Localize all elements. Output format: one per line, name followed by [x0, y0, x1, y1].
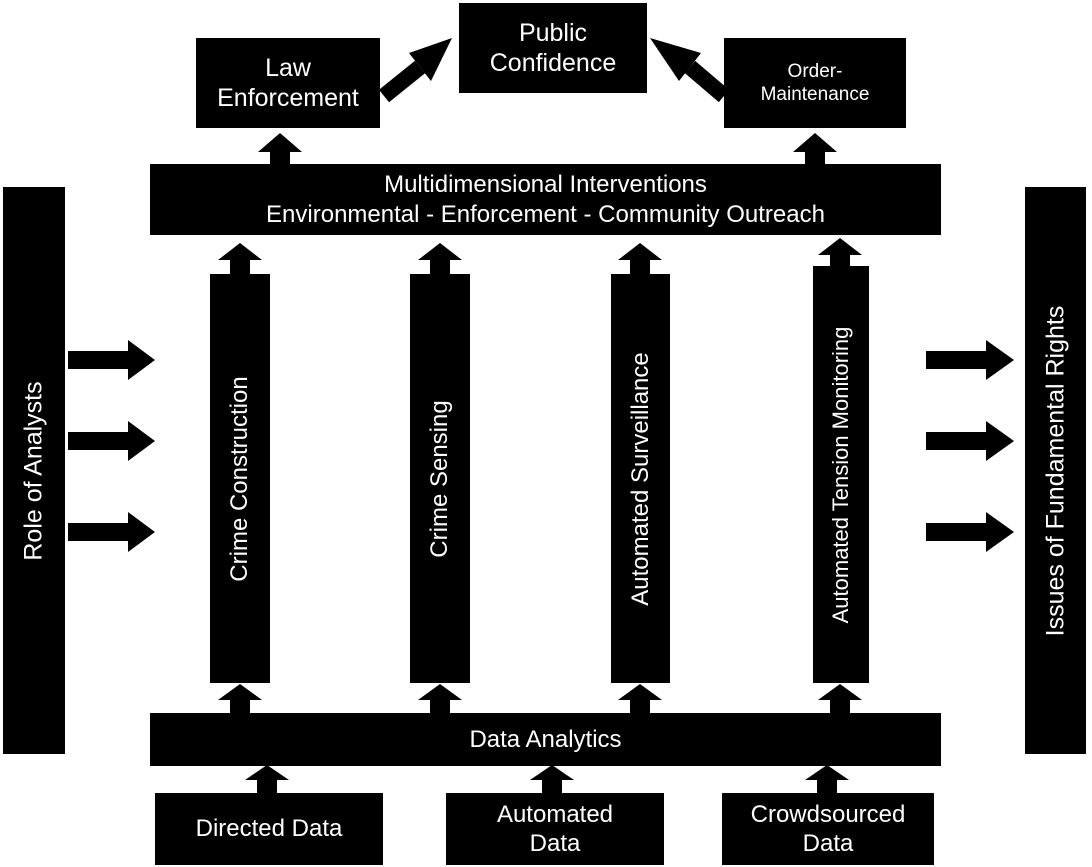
- up-arrow: [530, 765, 574, 793]
- diagonal-arrow-shaft: [684, 60, 730, 103]
- law-enforcement-box: Law Enforcement: [196, 38, 380, 128]
- up-arrow: [618, 684, 662, 714]
- crowdsourced-data-line1: Crowdsourced: [750, 800, 906, 828]
- public-confidence-box: Public Confidence: [459, 3, 647, 93]
- crowdsourced-data-box: Crowdsourced Data: [722, 793, 934, 865]
- pillar-crime-construction: Crime Construction: [210, 274, 270, 683]
- fundamental-rights-bar: Issues of Fundamental Rights: [1025, 187, 1086, 754]
- pillar-automated-tension-monitoring: Automated Tension Monitoring: [813, 266, 869, 683]
- order-maintenance-box: Order- Maintenance: [724, 38, 906, 128]
- interventions-title: Multidimensional Interventions: [384, 171, 707, 199]
- up-arrow: [418, 243, 462, 274]
- right-arrow: [926, 512, 1014, 552]
- right-arrow: [68, 512, 155, 552]
- up-arrow: [258, 133, 302, 165]
- diagonal-arrowhead: [650, 38, 701, 81]
- automated-data-box: Automated Data: [446, 793, 664, 865]
- up-arrow: [218, 243, 262, 274]
- up-arrow: [818, 684, 862, 714]
- data-analytics-label: Data Analytics: [469, 725, 622, 753]
- right-arrow: [68, 340, 155, 380]
- order-maintenance-line2: Maintenance: [760, 84, 870, 105]
- pillar-label: Automated Surveillance: [626, 351, 654, 606]
- directed-data-label: Directed Data: [195, 815, 343, 843]
- up-arrow: [418, 684, 462, 714]
- up-arrow: [245, 765, 289, 793]
- pillar-label: Crime Sensing: [426, 399, 453, 558]
- pillar-label: Automated Tension Monitoring: [828, 326, 853, 623]
- fundamental-rights-label: Issues of Fundamental Rights: [1041, 305, 1069, 636]
- up-arrow: [793, 133, 837, 165]
- interventions-subtitle: Environmental - Enforcement - Community …: [266, 200, 825, 228]
- directed-data-box: Directed Data: [155, 793, 383, 865]
- order-maintenance-line1: Order-: [787, 60, 843, 82]
- public-confidence-line2: Confidence: [489, 49, 617, 77]
- up-arrow: [218, 684, 262, 714]
- law-enforcement-line2: Enforcement: [217, 84, 359, 112]
- right-arrow: [926, 340, 1014, 380]
- interventions-bar: Multidimensional Interventions Environme…: [150, 164, 941, 235]
- diagonal-arrow-shaft: [378, 60, 426, 103]
- right-arrow: [68, 421, 155, 461]
- pillar-crime-sensing: Crime Sensing: [410, 274, 470, 683]
- up-arrow: [818, 238, 862, 266]
- up-arrow: [618, 243, 662, 274]
- law-enforcement-line1: Law: [265, 53, 311, 82]
- pillar-label: Crime Construction: [226, 375, 253, 582]
- crowdsourced-data-line2: Data: [802, 830, 854, 857]
- automated-data-line2: Data: [529, 830, 581, 857]
- up-arrow: [805, 765, 849, 793]
- public-confidence-line1: Public: [518, 18, 588, 47]
- data-analytics-bar: Data Analytics: [150, 713, 941, 766]
- role-of-analysts-label: Role of Analysts: [19, 380, 48, 561]
- diagonal-arrowhead: [409, 38, 452, 81]
- pillar-automated-surveillance: Automated Surveillance: [611, 274, 670, 683]
- right-arrow: [926, 421, 1014, 461]
- role-of-analysts-bar: Role of Analysts: [3, 187, 65, 754]
- automated-data-line1: Automated: [496, 800, 614, 828]
